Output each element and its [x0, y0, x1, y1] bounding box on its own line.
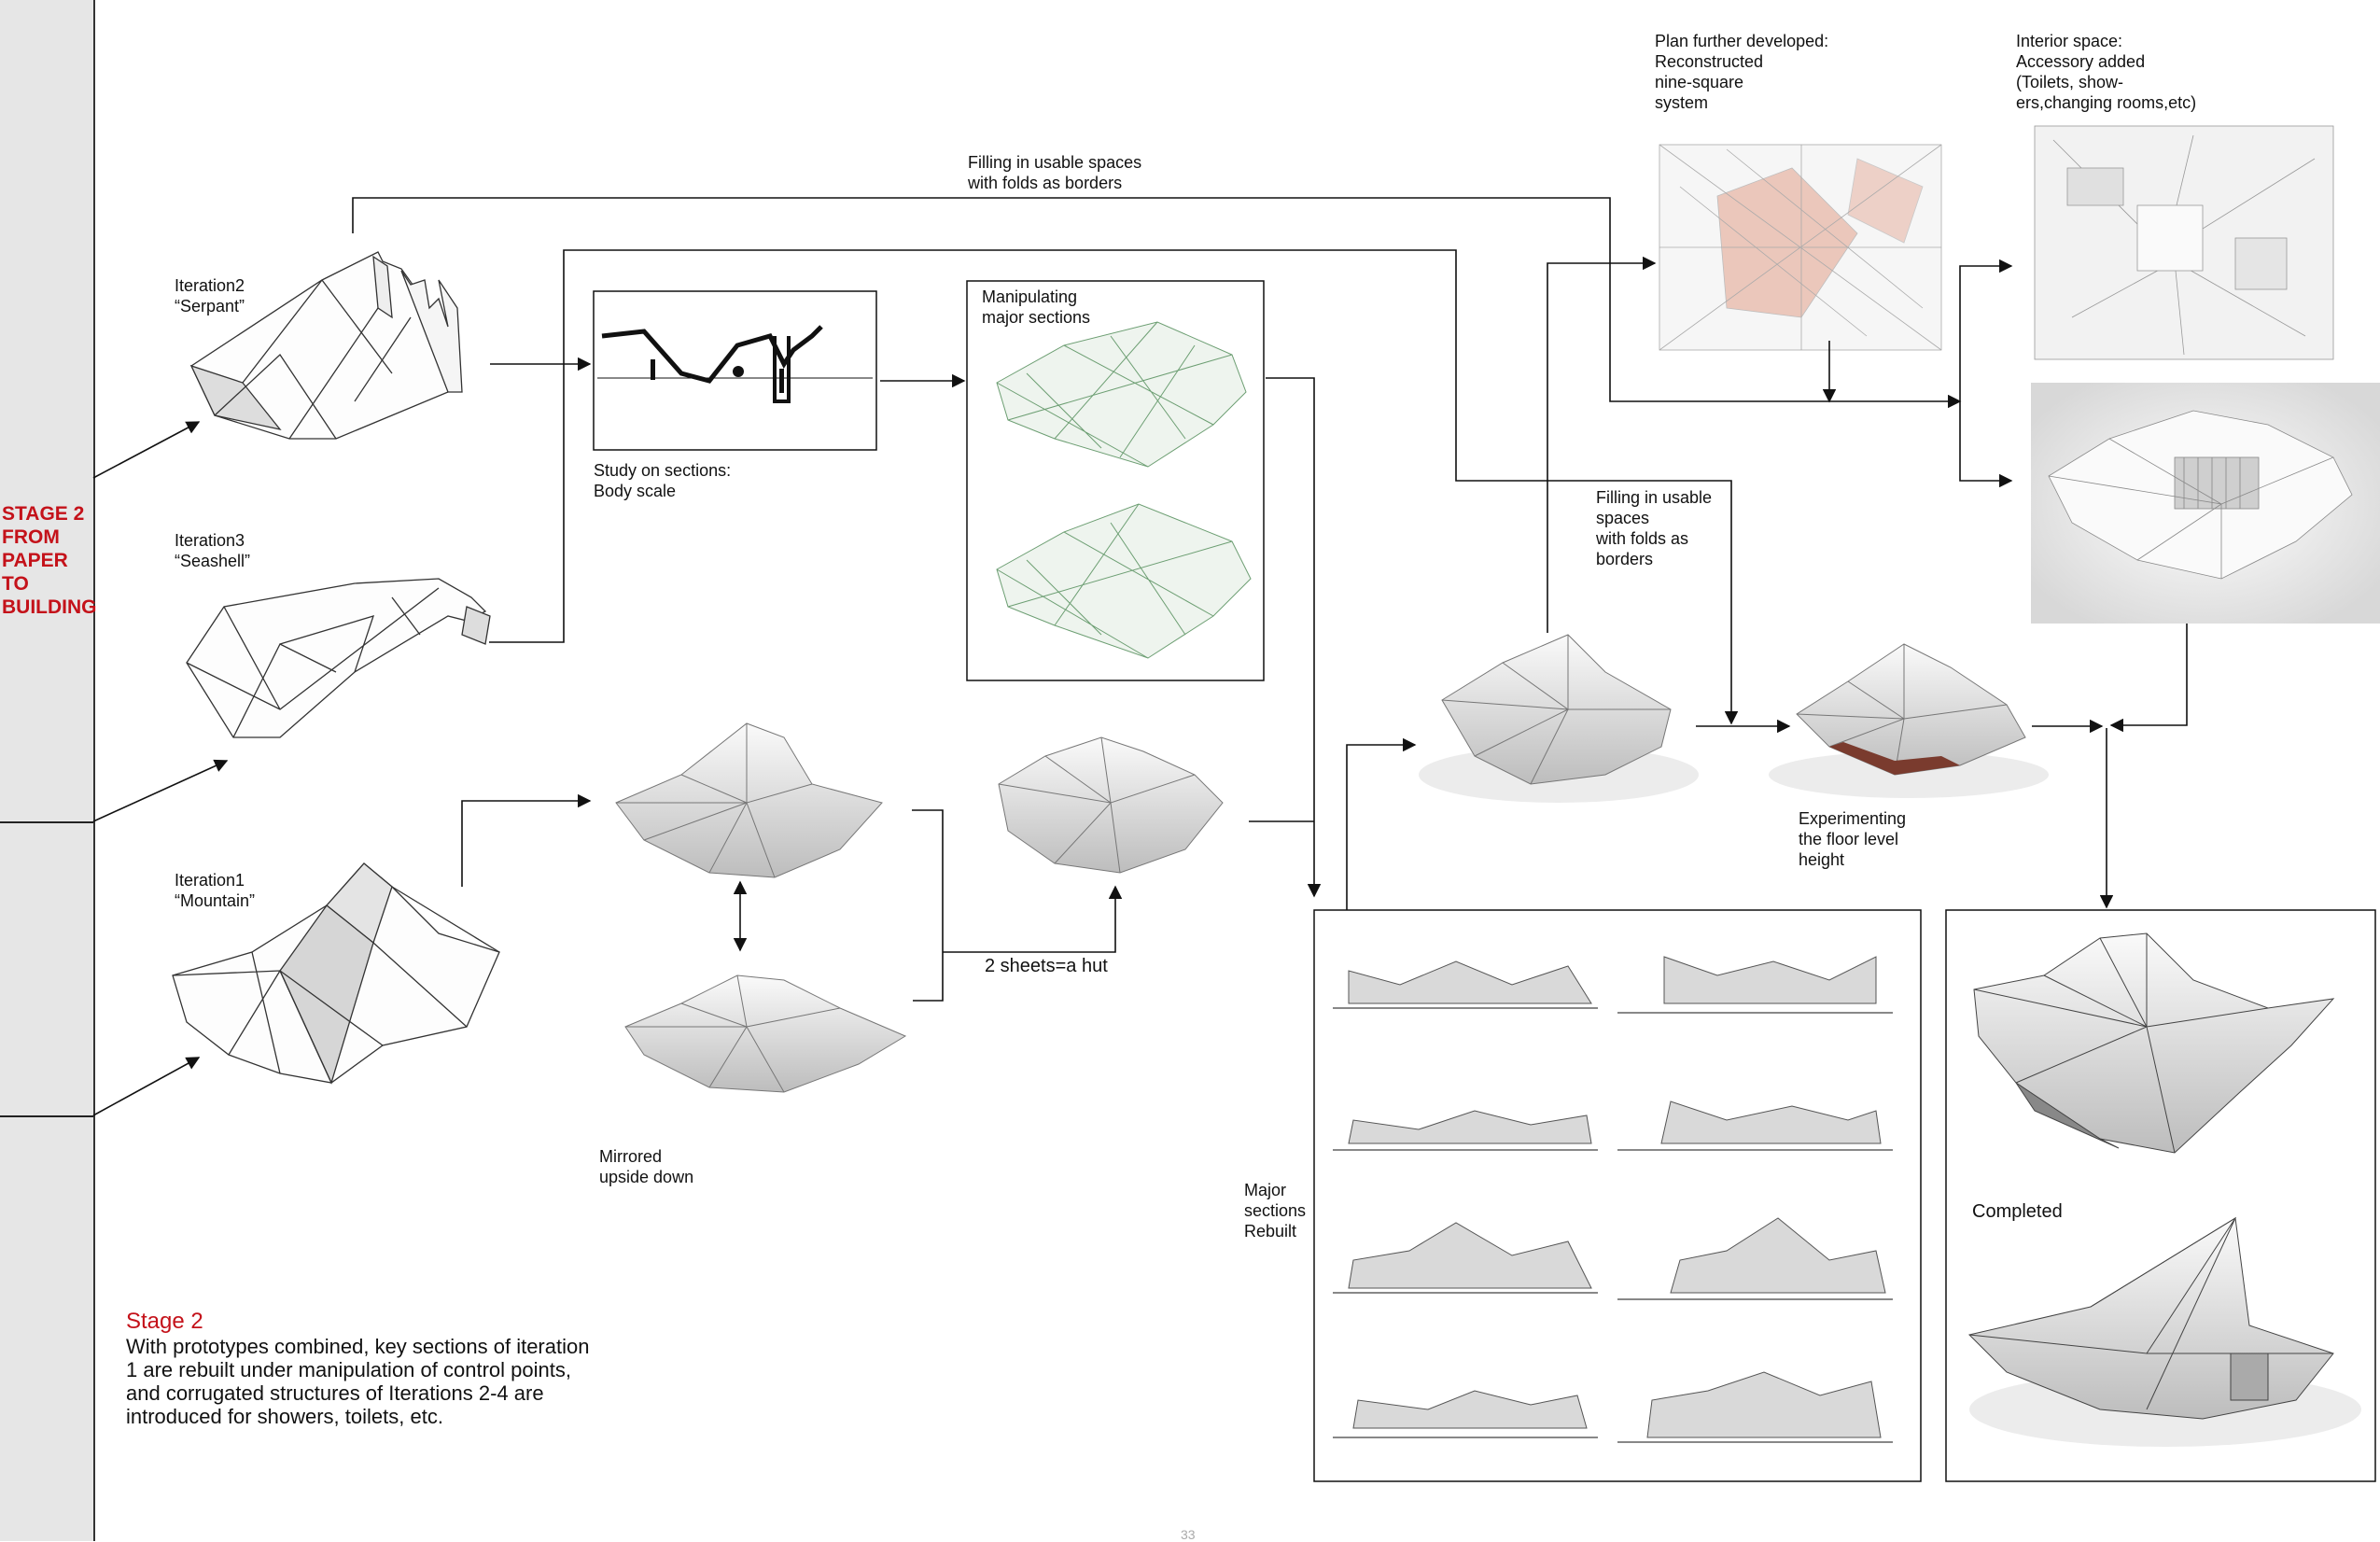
mirrored-label: Mirrored upside down: [599, 1147, 694, 1186]
filling-mid-label: Filling in usable spaces with folds as b…: [1596, 488, 1713, 568]
plan-drawing: [1659, 144, 1942, 351]
stage-title: Stage 2: [126, 1309, 203, 1334]
mountain-variant-mirrored: [624, 974, 907, 1093]
manipulated-section-top: [996, 321, 1247, 468]
iteration1-nickname: “Mountain”: [175, 891, 256, 910]
iteration3-model: [186, 578, 491, 738]
floor-model-b: [1769, 643, 2049, 798]
iteration2-name: Iteration2: [175, 276, 245, 295]
sections-rebuilt-box: [1313, 909, 1922, 1482]
iteration2-nickname: “Serpant”: [175, 297, 245, 315]
manipulated-section-bottom: [996, 503, 1252, 659]
plan-developed-label: Plan further developed: Reconstructed ni…: [1655, 32, 1829, 112]
iteration1-model: [172, 862, 500, 1085]
interior-space-label: Interior space: Accessory added (Toilets…: [2016, 32, 2197, 112]
completed-label: Completed: [1972, 1201, 2063, 1222]
page-number: 33: [1181, 1527, 1196, 1542]
floor-model-a: [1419, 634, 1699, 803]
connectors: [92, 197, 2188, 1116]
sidebar-divider: [0, 821, 93, 823]
filling-top-label: Filling in usable spaces with folds as b…: [968, 153, 1142, 192]
iteration3-nickname: “Seashell”: [175, 552, 251, 570]
interior-plan-drawing: [2034, 125, 2334, 360]
mountain-variant-a: [615, 722, 883, 878]
experimenting-label: Experimenting the floor level height: [1799, 809, 1907, 869]
completed-model-top: [1973, 932, 2335, 1154]
section-study-drawing: [597, 325, 873, 403]
stage-side-label: STAGE 2 FROM PAPER TO BUILDING: [2, 503, 97, 618]
sidebar-divider: [0, 1115, 93, 1117]
interior-render: [2031, 383, 2380, 624]
iteration2-model: [189, 251, 463, 440]
study-sections-label: Study on sections: Body scale: [594, 461, 732, 500]
iteration1-name: Iteration1: [175, 871, 245, 890]
major-rebuilt-label: Major sections Rebuilt: [1244, 1181, 1307, 1241]
two-sheets-label: 2 sheets=a hut: [985, 956, 1108, 976]
sidebar: [0, 0, 95, 1541]
stage-description: With prototypes combined, key sections o…: [126, 1335, 590, 1428]
hut-model: [998, 736, 1224, 874]
completed-model-bottom: [1968, 1216, 2361, 1447]
iteration3-name: Iteration3: [175, 531, 245, 550]
manipulating-label: Manipulating major sections: [982, 287, 1091, 327]
rebuilt-section-thumbs: [1333, 956, 1893, 1443]
